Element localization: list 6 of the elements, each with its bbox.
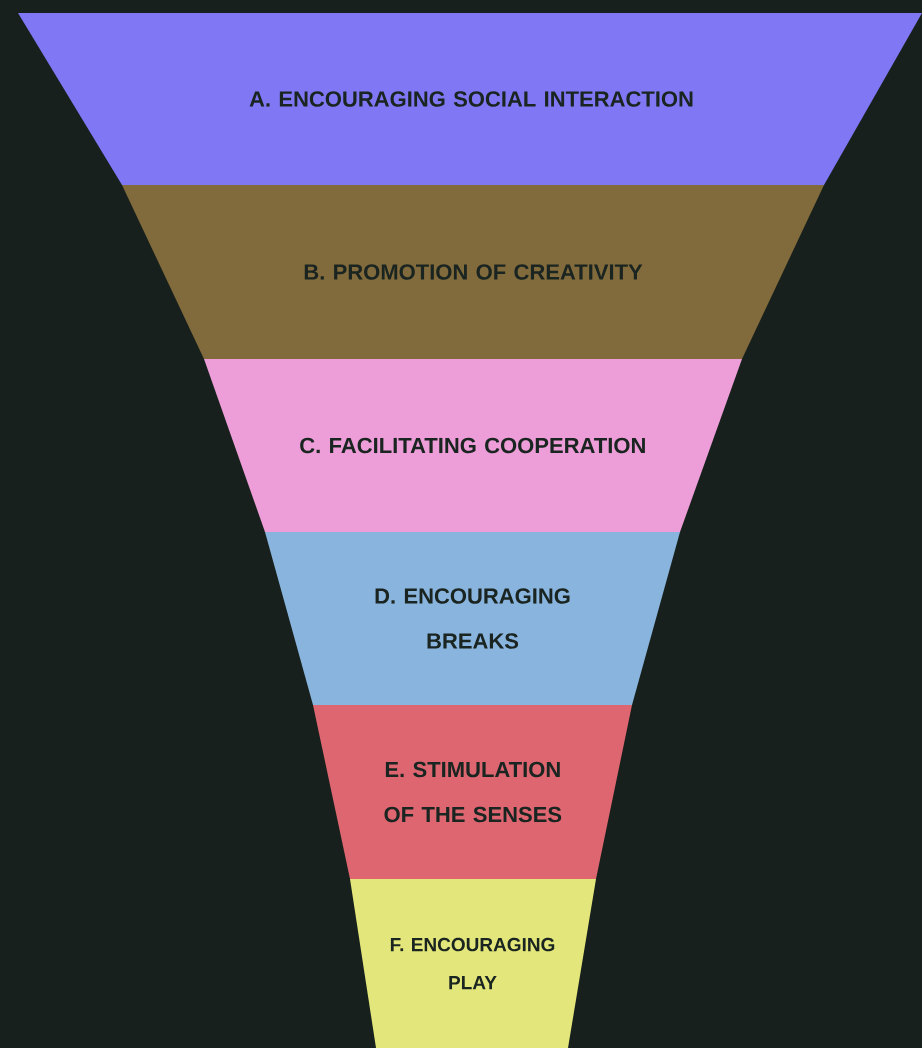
funnel-band: D. ENCOURAGING BREAKS: [265, 532, 680, 705]
funnel-band: A. ENCOURAGING SOCIAL INTERACTION: [18, 13, 922, 185]
funnel-band: C. FACILITATING COOPERATION: [204, 359, 742, 532]
funnel-band: B. PROMOTION OF CREATIVITY: [122, 185, 824, 359]
funnel-band: F. ENCOURAGING PLAY: [350, 879, 596, 1048]
funnel-band: E. STIMULATION OF THE SENSES: [313, 705, 632, 879]
